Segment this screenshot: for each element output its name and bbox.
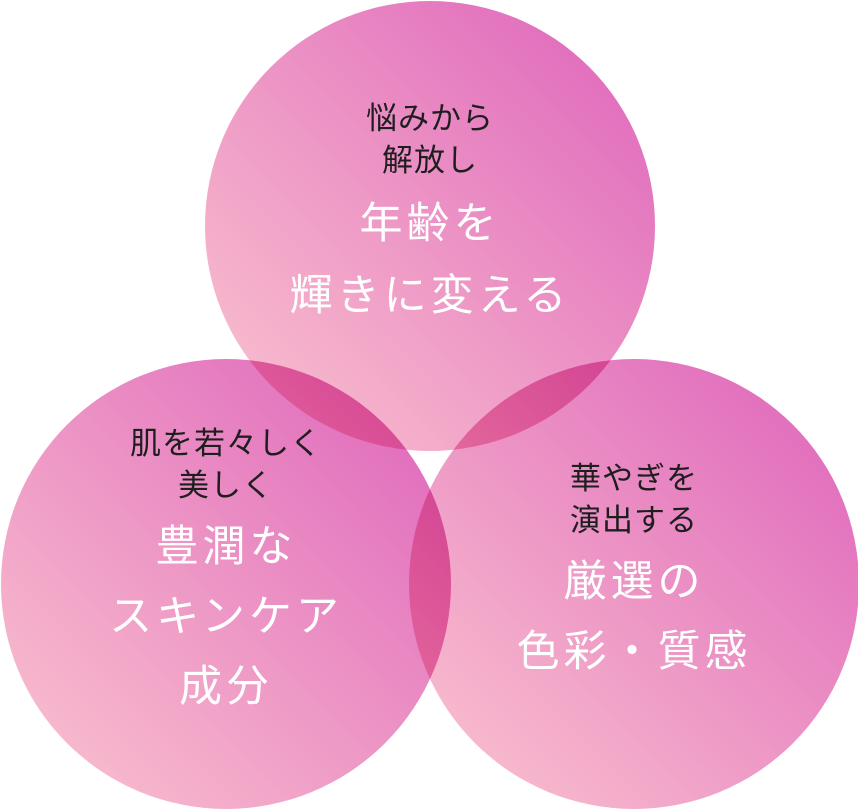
circle-bottom-right-label: 華やぎを 演出する 厳選の 色彩・質感 — [517, 458, 752, 682]
left-sub-line-1: 肌を若々しく — [130, 426, 322, 462]
right-main-line-1: 厳選の — [563, 557, 705, 607]
right-main-line-2: 色彩・質感 — [516, 627, 752, 677]
circle-top-label: 悩みから 解放し 年齢を 輝きに変える — [290, 98, 571, 326]
circle-bottom-right — [409, 359, 858, 809]
circle-top — [205, 1, 655, 451]
top-main-line-2: 輝きに変える — [289, 271, 571, 321]
top-sub-line-2: 解放し — [382, 143, 478, 179]
left-main-line-1: 豊潤な — [155, 522, 297, 572]
right-sub-line-1: 華やぎを — [570, 461, 698, 497]
left-sub-line-2: 美しく — [178, 468, 274, 504]
right-sub-line-2: 演出する — [570, 503, 698, 539]
top-main-line-1: 年齢を — [359, 199, 501, 249]
left-main-line-3: 成分 — [179, 662, 273, 712]
circle-bottom-left-label: 肌を若々しく 美しく 豊潤な スキンケア 成分 — [109, 423, 343, 717]
top-sub-line-1: 悩みから — [366, 101, 494, 137]
left-main-line-2: スキンケア — [109, 592, 343, 642]
circle-bottom-left — [1, 359, 451, 809]
